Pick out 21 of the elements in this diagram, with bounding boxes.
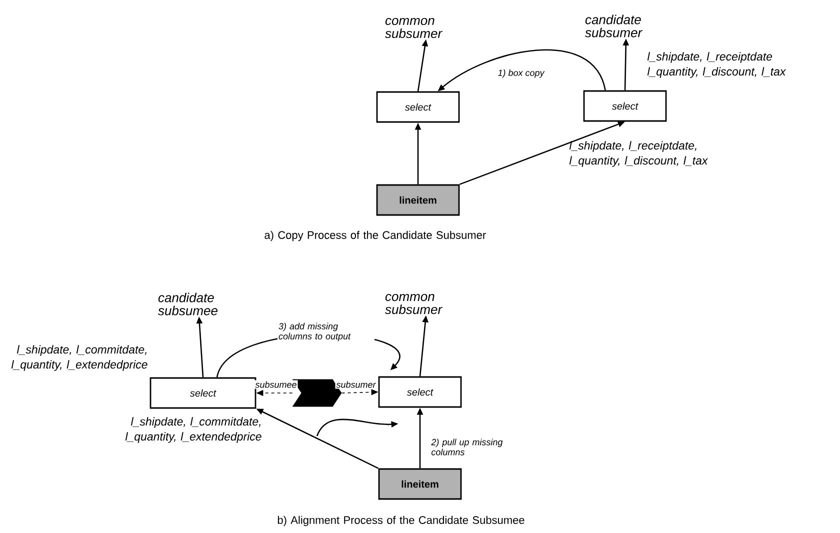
column-list: l_shipdate, l_receiptdate, l_quantity, l_discount, l_tax xyxy=(569,141,708,167)
operator-box: select xyxy=(150,377,256,409)
edge-label: subsumee xyxy=(255,381,296,388)
node-title: candidate subsumer xyxy=(585,14,643,38)
edge-label: subsumer xyxy=(336,381,376,388)
edge-label: 1) box copy xyxy=(498,69,545,78)
operator-box: select xyxy=(376,91,460,123)
edge-label: 3) add missing columns to output xyxy=(278,322,351,342)
edge-label: 2) pull up missing columns xyxy=(431,438,503,456)
operator-box: select xyxy=(378,376,462,408)
node-title: candidate subsumee xyxy=(158,292,218,316)
caption: a) Copy Process of the Candidate Subsumer xyxy=(264,230,486,242)
column-list: l_shipdate, l_commitdate, l_quantity, l_extendedprice xyxy=(11,345,148,371)
node-title: common subsumer xyxy=(385,294,443,314)
column-list: l_shipdate, l_commitdate, l_quantity, l_extendedprice xyxy=(125,417,262,443)
caption: b) Alignment Process of the Candidate Subsumee xyxy=(278,516,524,526)
node-title: common subsumer xyxy=(385,18,443,38)
table-box: lineitem xyxy=(378,468,462,500)
column-list: l_shipdate, l_receiptdate l_quantity, l_discount, l_tax xyxy=(647,52,786,78)
table-box: lineitem xyxy=(376,184,460,216)
operator-box: select xyxy=(583,90,667,122)
